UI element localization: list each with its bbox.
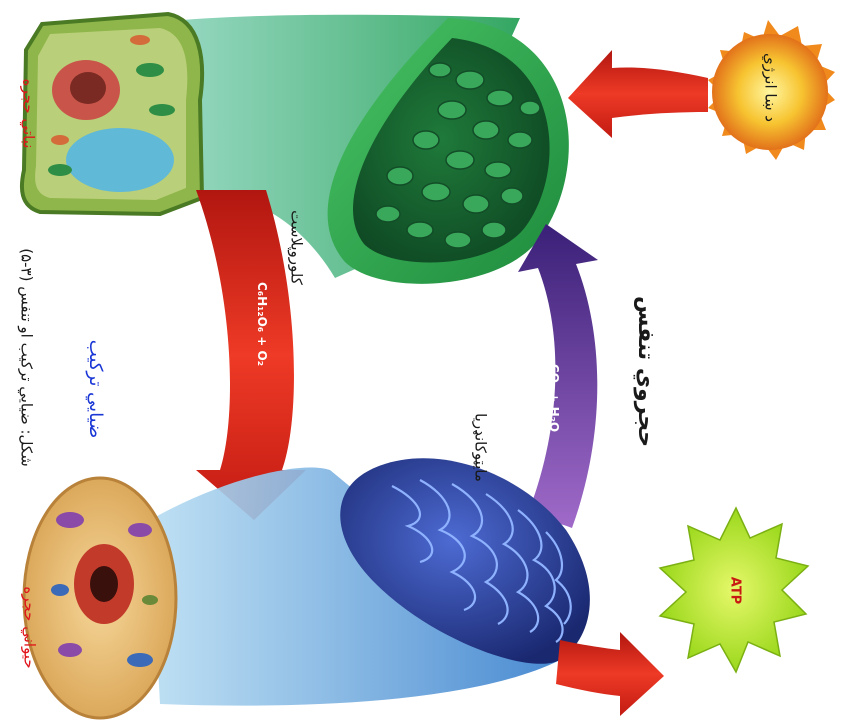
- mitochondria-label: مایټوکانډریا: [473, 388, 488, 508]
- plant-cell-illustration: [22, 14, 202, 214]
- photosynthesis-products-formula: C₆H₁₂O₆ + O₂: [256, 264, 268, 384]
- figure-caption: (۵-۳) شکل: ضیايي ترکیب او تنفس: [19, 228, 34, 488]
- sunlight-arrow: [568, 50, 708, 138]
- respiration-products-formula: CO₂ + H₂O: [548, 348, 560, 448]
- plant-cell-label: نباتي حجره: [21, 64, 36, 164]
- cellular-respiration-label: حجروي تنفس: [634, 296, 656, 446]
- photosynthesis-label: ضیايي ترکیب: [86, 334, 104, 444]
- animal-cell-label: حیواني حجره: [22, 573, 37, 683]
- chloroplast-label: کلوروپلاست: [289, 188, 304, 308]
- atp-arrow: [556, 632, 664, 716]
- animal-cell-illustration: [24, 478, 176, 718]
- solar-energy-label: د ښا انرژي: [763, 38, 778, 138]
- atp-label: ATP: [729, 556, 742, 626]
